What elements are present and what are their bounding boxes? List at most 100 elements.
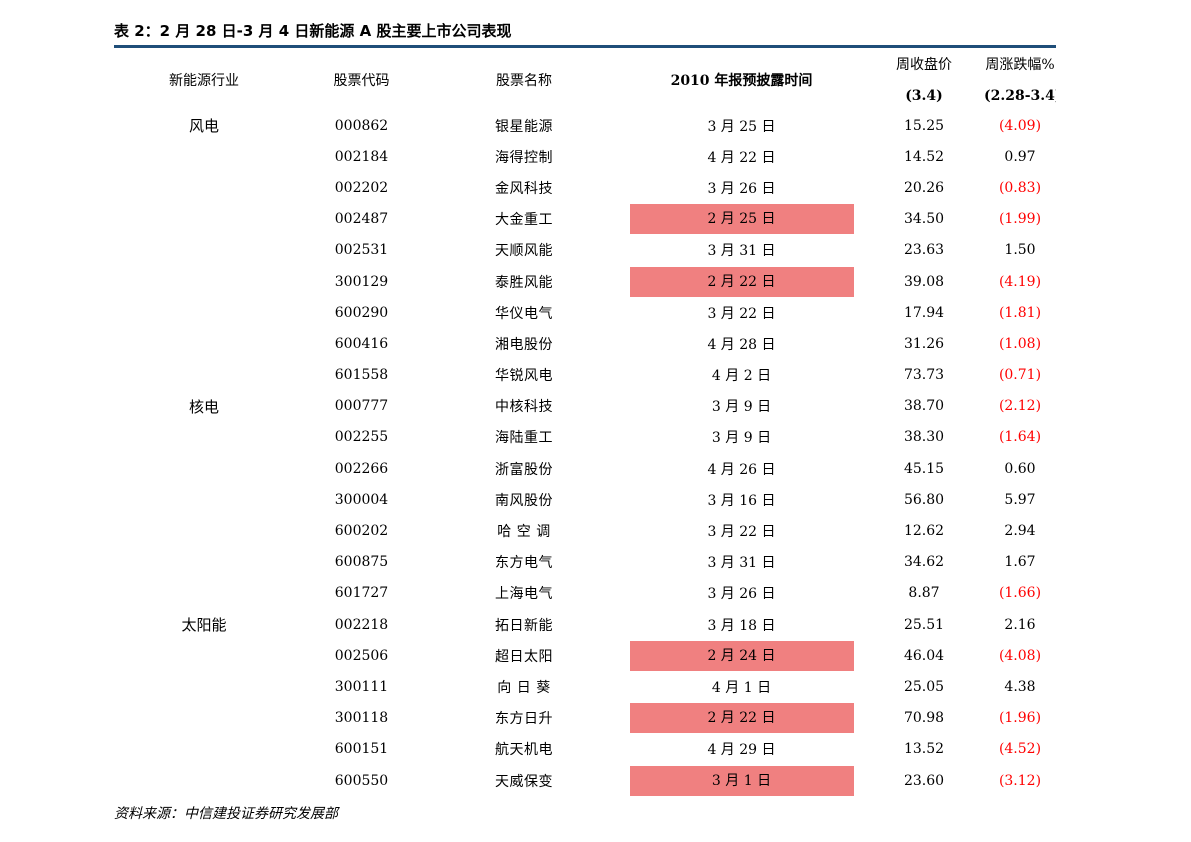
close-price-cell: 23.60 (903, 772, 945, 789)
code-cell: 601558 (334, 367, 389, 384)
code-cell: 600290 (334, 304, 389, 321)
close-price-cell: 25.05 (903, 678, 945, 695)
code-cell: 600550 (334, 772, 389, 789)
date-cell: 3 月 31 日 (707, 555, 776, 572)
name-cell: 华仪电气 (495, 305, 553, 322)
industry-cell (114, 578, 294, 609)
industry-cell (114, 484, 294, 515)
name-cell: 南风股份 (495, 492, 553, 509)
highlighted-date: 2 月 22 日 (629, 703, 854, 734)
industry-cell (114, 671, 294, 702)
title-rule (114, 45, 1056, 48)
name-cell: 东方日升 (495, 711, 553, 728)
close-price-cell: 8.87 (908, 585, 940, 602)
change-cell: (0.83) (998, 179, 1042, 196)
name-cell: 浙富股份 (495, 461, 553, 478)
code-cell: 600875 (334, 554, 389, 571)
name-cell: 大金重工 (495, 212, 553, 229)
date-cell: 2 月 25 日 (619, 204, 864, 235)
table-row: 核电 000777 中核科技 3 月 9 日 38.70 (2.12) (114, 391, 1056, 422)
close-price-cell: 14.52 (903, 148, 945, 165)
industry-cell (114, 360, 294, 391)
change-cell: (4.19) (998, 273, 1042, 290)
date-cell: 3 月 9 日 (711, 399, 772, 416)
name-cell: 中核科技 (495, 399, 553, 416)
code-cell: 002218 (334, 616, 389, 633)
close-price-cell: 12.62 (903, 523, 945, 540)
industry-cell (114, 765, 294, 796)
change-cell: 1.67 (1004, 554, 1036, 571)
change-cell: (1.99) (998, 211, 1042, 228)
code-cell: 000862 (334, 117, 389, 134)
change-cell: 0.60 (1004, 460, 1036, 477)
date-cell: 2 月 22 日 (619, 266, 864, 297)
name-cell: 超日太阳 (495, 648, 553, 665)
table-title: 表 2：2 月 28 日-3 月 4 日新能源 A 股主要上市公司表现 (114, 22, 512, 40)
code-cell: 002487 (334, 211, 389, 228)
close-price-cell: 15.25 (903, 117, 945, 134)
code-cell: 600202 (334, 523, 389, 540)
industry-cell: 核电 (188, 397, 219, 416)
change-cell: 2.16 (1004, 616, 1036, 633)
close-price-cell: 13.52 (903, 741, 945, 758)
close-price-cell: 25.51 (903, 616, 945, 633)
source-note: 资料来源：中信建投证券研究发展部 (114, 806, 338, 822)
name-cell: 航天机电 (495, 742, 553, 759)
industry-cell (114, 297, 294, 328)
code-cell: 002202 (334, 179, 389, 196)
name-cell: 东方电气 (495, 555, 553, 572)
date-cell: 3 月 18 日 (707, 617, 776, 634)
header-industry: 新能源行业 (169, 73, 239, 89)
industry-cell (114, 640, 294, 671)
code-cell: 002184 (334, 148, 389, 165)
code-cell: 002506 (334, 647, 389, 664)
close-price-cell: 20.26 (903, 179, 945, 196)
date-cell: 4 月 22 日 (707, 149, 776, 166)
name-cell: 华锐风电 (495, 368, 553, 385)
close-price-cell: 23.63 (903, 242, 945, 259)
name-cell: 向 日 葵 (497, 679, 551, 696)
change-cell: (1.96) (998, 710, 1042, 727)
name-cell: 天威保变 (495, 773, 553, 790)
name-cell: 海得控制 (495, 149, 553, 166)
name-cell: 天顺风能 (495, 243, 553, 260)
code-cell: 600151 (334, 741, 389, 758)
close-price-cell: 46.04 (903, 647, 945, 664)
header-close-date: (3.4) (905, 87, 943, 104)
close-price-cell: 38.70 (903, 398, 945, 415)
industry-cell (114, 172, 294, 203)
highlighted-date: 2 月 22 日 (629, 266, 854, 297)
stock-performance-table: 新能源行业 股票代码 股票名称 2010 年报预披露时间 周收盘价 (3.4) … (114, 50, 1056, 796)
code-cell: 002255 (334, 429, 389, 446)
industry-cell (114, 734, 294, 765)
code-cell: 000777 (334, 398, 389, 415)
header-date: 2010 年报预披露时间 (670, 73, 813, 89)
change-cell: (1.81) (998, 304, 1042, 321)
change-cell: (4.09) (998, 117, 1042, 134)
industry-cell (114, 515, 294, 546)
header-close: 周收盘价 (3.4) (864, 50, 984, 110)
code-cell: 300118 (334, 710, 389, 727)
close-price-cell: 34.50 (903, 211, 945, 228)
header-close-label: 周收盘价 (896, 56, 952, 73)
date-cell: 4 月 1 日 (711, 679, 772, 696)
name-cell: 银星能源 (495, 118, 553, 135)
date-cell: 2 月 24 日 (619, 640, 864, 671)
industry-cell (114, 204, 294, 235)
code-cell: 300111 (334, 678, 389, 695)
name-cell: 金风科技 (495, 180, 553, 197)
date-cell: 3 月 26 日 (707, 586, 776, 603)
change-cell: (2.12) (998, 398, 1042, 415)
date-cell: 3 月 25 日 (707, 118, 776, 135)
